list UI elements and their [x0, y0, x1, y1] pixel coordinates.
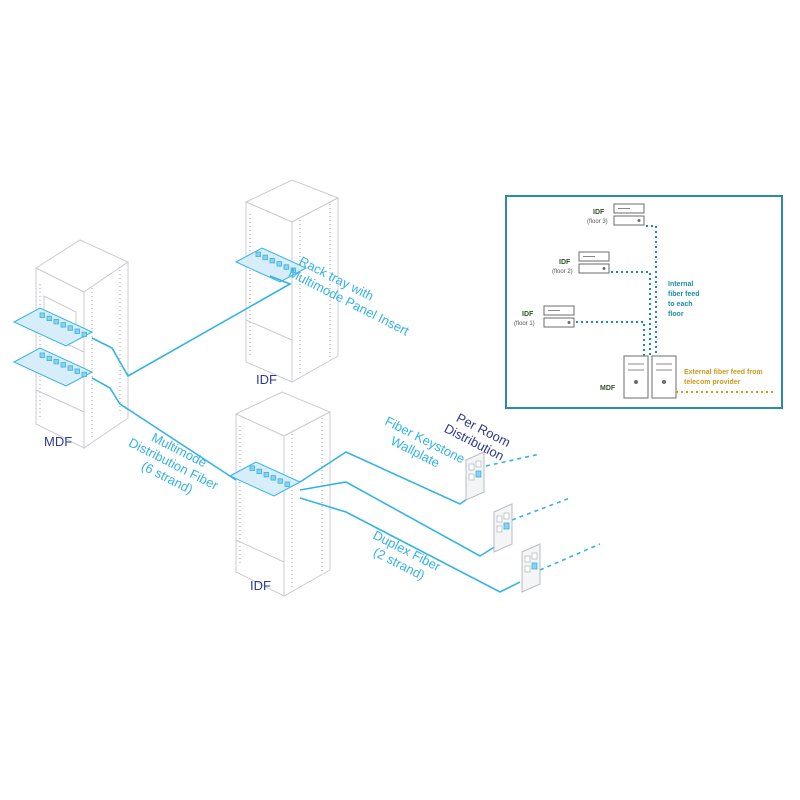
fiber-port — [263, 471, 269, 478]
room-feed-2 — [511, 497, 571, 521]
inset-idf3-label: IDF — [593, 209, 605, 216]
fiber-port — [67, 325, 73, 331]
inset-internal-line2: fiber feed — [668, 291, 700, 298]
fiber-port — [53, 318, 59, 325]
inset-internal-line1: Internal — [668, 281, 693, 288]
inset-feed-floor1 — [576, 321, 645, 356]
fiber-port — [256, 468, 262, 475]
room-feed-1 — [485, 453, 541, 467]
fiber-to-wallplate-3 — [299, 497, 521, 593]
mdf-label: MDF — [44, 434, 72, 449]
idf-bottom-label: IDF — [250, 578, 271, 593]
fiber-port — [60, 362, 66, 368]
fiber-port — [67, 365, 73, 371]
inset-mdf-label: MDF — [600, 385, 616, 392]
inset-idf2-sub: (floor 2) — [552, 269, 573, 275]
fiber-runs — [91, 275, 601, 593]
inset-external-line1: External fiber feed from — [684, 369, 763, 376]
room-feed-3 — [539, 543, 601, 571]
fiber-port — [46, 355, 52, 362]
fiber-port — [277, 478, 283, 484]
inset-internal-line3: to each — [668, 301, 693, 308]
mdf-tray-upper — [12, 307, 94, 347]
mdf-tray-lower — [12, 347, 94, 387]
fiber-mdf-to-idf-top — [91, 275, 292, 378]
fiber-port — [60, 322, 66, 328]
fiber-port — [262, 254, 268, 261]
idf-top-rack — [244, 179, 340, 383]
fiber-port — [283, 264, 289, 270]
inset-feed-floor3 — [646, 225, 657, 356]
idf-top-label: IDF — [256, 372, 277, 387]
fiber-port — [53, 358, 59, 365]
inset-idf-floor1-server — [543, 305, 575, 328]
inset-external-line2: telecom provider — [684, 379, 741, 386]
fiber-port — [255, 251, 261, 257]
fiber-port — [46, 315, 52, 322]
fiber-port — [74, 368, 80, 374]
fiber-port — [74, 328, 80, 334]
inset-feed-floor2 — [611, 271, 651, 356]
multimode-label: Multimode Distribution Fiber (6 strand) — [126, 430, 221, 497]
fiber-to-wallplate-2 — [299, 481, 497, 557]
wallplate-1 — [465, 451, 485, 501]
fiber-port — [249, 465, 255, 471]
inset-panel: IDF (floor 3) IDF (floor 2) IDF (floor 1… — [505, 195, 783, 409]
fiber-port — [269, 257, 275, 264]
fiber-port — [270, 475, 276, 481]
fiber-port — [39, 312, 45, 318]
fiber-port — [39, 352, 45, 358]
fiber-port — [284, 481, 290, 487]
duplex-label: Duplex Fiber (2 strand) — [371, 527, 444, 583]
fiber-port — [81, 371, 87, 378]
idf-bottom-rack — [234, 391, 332, 597]
fiber-port — [81, 331, 87, 338]
wallplate-2 — [493, 503, 513, 553]
inset-idf1-sub: (floor 1) — [514, 321, 535, 327]
inset-idf-floor2-server — [578, 251, 610, 274]
inset-idf3-sub: (floor 3) — [587, 219, 608, 225]
idf-top-tray — [234, 247, 308, 283]
mdf-rack — [34, 239, 130, 449]
fiber-mdf-to-idf-bottom — [91, 377, 237, 481]
inset-mdf-servers — [623, 355, 677, 399]
wallplate-3 — [521, 543, 541, 593]
inset-idf1-label: IDF — [522, 311, 534, 318]
fiber-port — [276, 261, 282, 267]
inset-idf-floor3-server — [613, 203, 645, 226]
inset-internal-line4: floor — [668, 311, 684, 318]
fiber-port — [290, 267, 296, 273]
inset-idf2-label: IDF — [559, 259, 571, 266]
